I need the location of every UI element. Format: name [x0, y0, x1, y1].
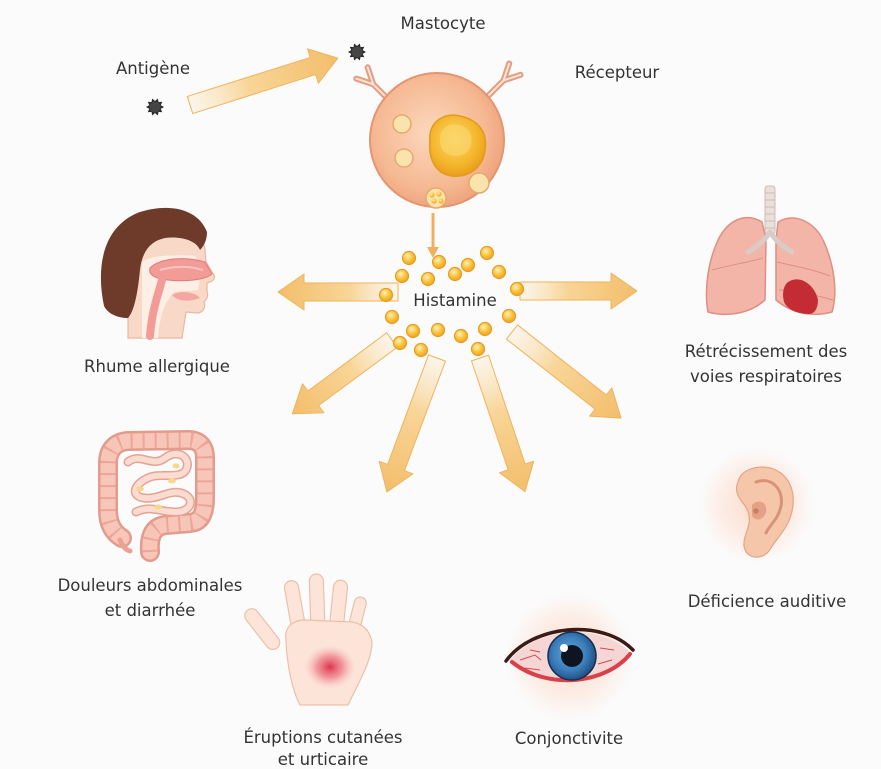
effect-label-rhinitis: Rhume allergique	[84, 357, 230, 376]
histamine-granule-icon	[415, 344, 428, 357]
histamine-granule-icon	[481, 247, 494, 260]
histamine-granule-icon	[386, 311, 399, 324]
nucleus-highlight	[440, 124, 472, 156]
histamine-granule-icon	[479, 323, 492, 336]
histamine-granule-icon	[432, 324, 445, 337]
histamine-granule-icon	[511, 283, 524, 296]
eye-highlight	[560, 644, 568, 652]
histamine-granule-icon	[503, 310, 516, 323]
ear-canal	[753, 508, 759, 514]
ear-icon	[699, 447, 815, 563]
effect-label-skin-line2: et urticaire	[278, 750, 369, 769]
effect-label-airways-line2: voies respiratoires	[690, 367, 842, 386]
left-lung	[706, 218, 766, 315]
cell-granule	[393, 115, 411, 133]
cell-granule	[469, 173, 489, 193]
histamine-granule-icon	[380, 289, 393, 302]
mast-cell-icon	[356, 63, 520, 208]
histamine-granule-icon	[396, 270, 409, 283]
effect-label-airways-line1: Rétrécissement des	[685, 342, 848, 361]
histamine-granule-icon	[472, 343, 485, 356]
lungs-icon	[706, 186, 834, 314]
arrow-to-ear	[501, 318, 632, 432]
arrow-to-eye	[463, 352, 542, 497]
intestines-icon	[108, 440, 205, 552]
histamine-granule-icon	[493, 266, 506, 279]
receptor-label: Récepteur	[575, 63, 660, 82]
histamine-granule-icon	[407, 325, 420, 338]
thumb	[242, 606, 283, 652]
effect-label-abdominal-line1: Douleurs abdominales	[58, 576, 243, 595]
hand-rash-icon	[242, 574, 372, 705]
effect-label-skin-line1: Éruptions cutanées	[243, 728, 402, 747]
release-arrow	[427, 213, 439, 258]
effect-label-abdominal-line2: et diarrhée	[105, 601, 196, 620]
red-eye-icon	[506, 593, 634, 721]
histamine-granule-icon	[455, 330, 468, 343]
mast-cell-label: Mastocyte	[401, 14, 486, 33]
effect-label-conjunctivitis: Conjonctivite	[515, 729, 623, 748]
antigen-icon	[348, 43, 366, 60]
histamine-granule-icon	[433, 256, 446, 269]
arrow-to-airways	[520, 273, 637, 309]
cell-granule	[395, 149, 413, 167]
histamine-granule-icon	[394, 337, 407, 350]
head-nasal-cavity-icon	[101, 208, 215, 338]
effect-label-hearing: Déficience auditive	[688, 592, 847, 611]
histamine-granule-icon	[422, 273, 435, 286]
antigen-label: Antigène	[116, 59, 190, 78]
antigen-icon	[146, 98, 164, 115]
histamine-granule-icon	[462, 259, 475, 272]
skin-rash	[304, 645, 356, 689]
antigen-to-mast-cell-arrow	[185, 41, 344, 122]
degranulating-granule	[426, 188, 446, 208]
histamine-granule-icon	[403, 252, 416, 265]
arrow-to-intestines	[282, 326, 403, 429]
histamine-label: Histamine	[413, 291, 496, 310]
arrow-to-skin	[370, 352, 454, 499]
fat-deposits	[136, 464, 180, 510]
histamine-granule-icon	[449, 268, 462, 281]
